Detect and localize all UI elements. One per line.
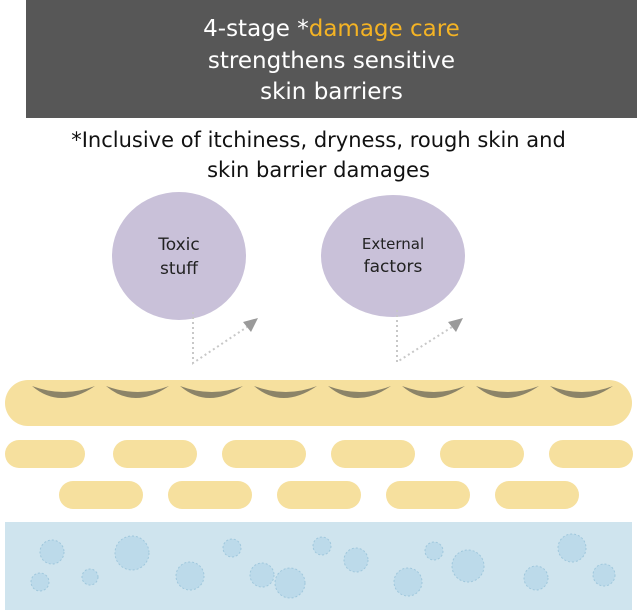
- bubble-label-line: External: [361, 235, 425, 253]
- external-factors-bubble: [321, 195, 465, 317]
- arrow-head-icon: [448, 318, 463, 332]
- stratum-corneum-layer: [5, 380, 632, 426]
- bubble-label-line: stuff: [159, 259, 198, 279]
- moisture-droplets: [30, 533, 616, 599]
- banner-line-3: skin barriers: [260, 79, 403, 105]
- bubble-label-line: Toxic: [158, 235, 200, 255]
- banner-line-1-prefix: 4-stage *: [203, 16, 309, 42]
- bubble-label-line: factors: [363, 257, 423, 277]
- bubble-label-toxic: Toxic stuff: [132, 233, 226, 281]
- banner-line-2: strengthens sensitive: [207, 48, 456, 74]
- footnote-line-2: skin barrier damages: [207, 158, 430, 182]
- toxic-stuff-bubble: [112, 192, 246, 320]
- skin-cell-bricks: [5, 440, 633, 509]
- footnote-line-1: *Inclusive of itchiness, dryness, rough …: [71, 128, 566, 152]
- arrow-head-icon: [243, 318, 258, 332]
- dermis-layer: [5, 522, 632, 610]
- arrow-icon: [396, 310, 453, 364]
- title-banner: 4-stage *damage care strengthens sensiti…: [26, 0, 637, 118]
- arrow-icon: [192, 312, 248, 365]
- banner-accent-text: damage care: [308, 16, 460, 42]
- banner-line-1: 4-stage *damage care: [26, 14, 637, 44]
- barrier-damage-notches: [32, 386, 613, 398]
- bubble-label-external: External factors: [343, 233, 443, 279]
